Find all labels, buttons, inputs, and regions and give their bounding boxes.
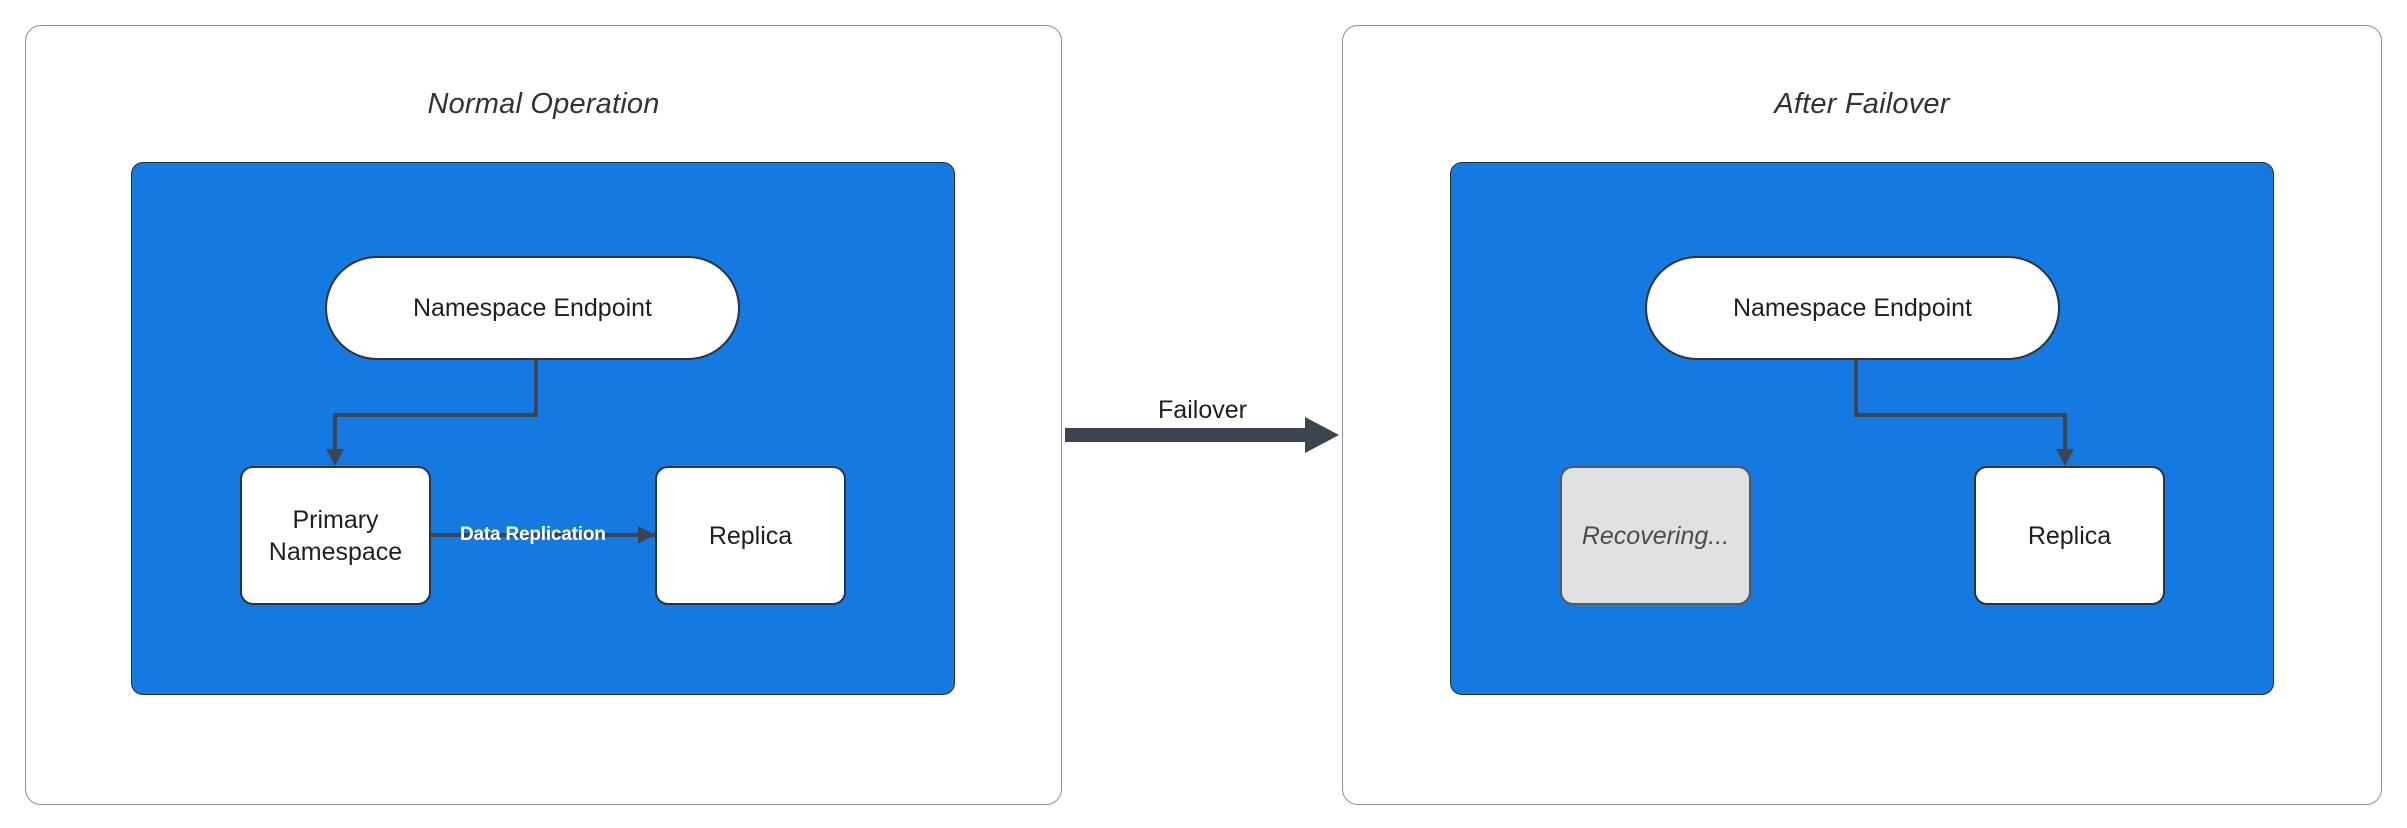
transition-label-failover: Failover xyxy=(1158,396,1247,424)
node-label-line2: Namespace xyxy=(268,537,403,566)
edge-endpoint-to-primary-seg2 xyxy=(333,413,538,417)
transition-arrow-head xyxy=(1305,417,1339,453)
region-normal-operation xyxy=(131,162,955,695)
node-label: Recovering... xyxy=(1581,521,1730,550)
node-label-line1: Primary xyxy=(292,505,379,534)
edge-endpoint-to-primary-seg1 xyxy=(534,360,538,417)
region-after-failover xyxy=(1450,162,2274,695)
node-label: Namespace Endpoint xyxy=(412,294,653,322)
node-namespace-endpoint-normal[interactable]: Namespace Endpoint xyxy=(325,256,740,360)
node-label: Primary Namespace xyxy=(269,504,402,568)
edge-endpoint-to-primary-seg3 xyxy=(333,413,337,451)
panel-normal-operation-title: Normal Operation xyxy=(427,88,660,120)
edge-endpoint-to-replica-seg2 xyxy=(1854,413,2067,417)
transition-arrow-shaft xyxy=(1065,428,1305,442)
edge-data-replication-arrowhead xyxy=(638,526,655,544)
node-primary-namespace[interactable]: Primary Namespace xyxy=(240,466,431,605)
edge-data-replication-shaft xyxy=(431,533,655,537)
node-label: Replica xyxy=(708,521,793,550)
node-namespace-endpoint-failover[interactable]: Namespace Endpoint xyxy=(1645,256,2060,360)
edge-endpoint-to-replica-seg3 xyxy=(2063,413,2067,451)
edge-endpoint-to-primary-arrowhead xyxy=(326,449,344,466)
node-replica-normal[interactable]: Replica xyxy=(655,466,846,605)
panel-after-failover-title: After Failover xyxy=(1774,88,1950,120)
node-recovering[interactable]: Recovering... xyxy=(1560,466,1751,605)
edge-label-data-replication: Data Replication xyxy=(460,524,606,545)
node-replica-failover[interactable]: Replica xyxy=(1974,466,2165,605)
edge-endpoint-to-replica-seg1 xyxy=(1854,360,1858,417)
edge-endpoint-to-replica-arrowhead xyxy=(2056,449,2074,466)
node-label: Replica xyxy=(2027,521,2112,550)
node-label: Namespace Endpoint xyxy=(1732,294,1973,322)
